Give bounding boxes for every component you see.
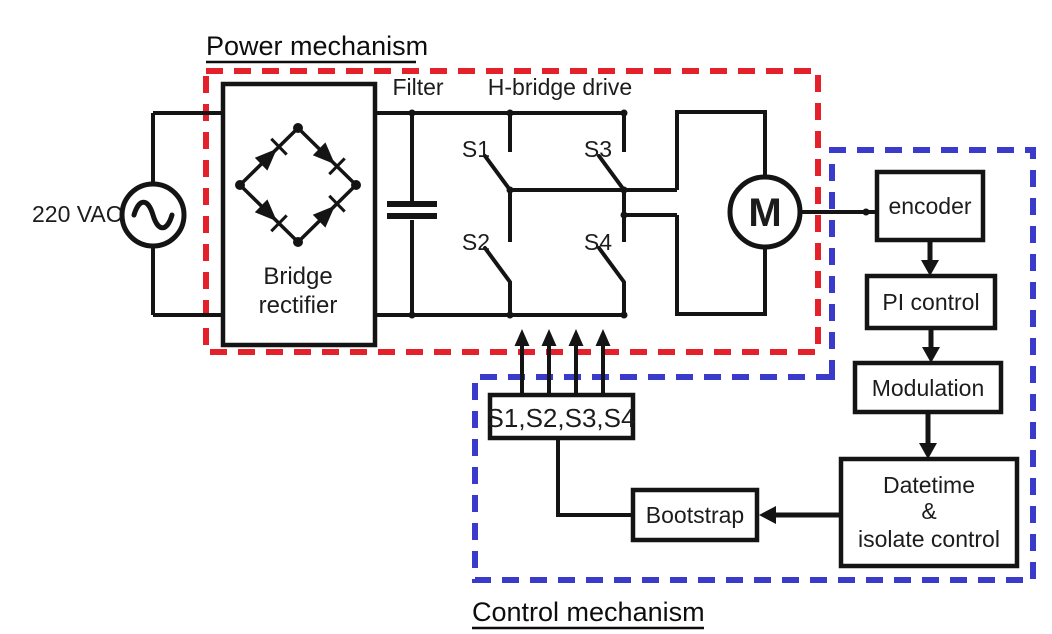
rectifier-label-line1: Bridge (263, 263, 332, 290)
diode-top-left (254, 148, 277, 171)
h-bridge: H-bridge drive S1 S3 S2 S4 (462, 74, 677, 315)
motor-bracket-lower (675, 215, 767, 316)
switch-s2-label: S2 (462, 229, 490, 255)
diode-bottom-left-bar (270, 214, 288, 233)
control-title: Control mechanism (472, 597, 705, 627)
switch-s4-label: S4 (584, 229, 612, 255)
sine-wave-icon (131, 199, 175, 231)
gate-signal-box (487, 392, 636, 441)
diode-bottom-left (254, 199, 277, 222)
gate-arrow-s4 (595, 329, 611, 346)
ac-source: 220 VAC (32, 111, 223, 317)
bridge-rectifier-box (220, 81, 378, 348)
diode-top-left-bar (270, 137, 288, 156)
diode-bottom-right (312, 205, 335, 228)
diode-top-right (312, 142, 335, 165)
modulation-to-datetime-arrowhead (919, 443, 937, 459)
power-title: Power mechanism (206, 31, 428, 61)
motor-label: M (748, 191, 781, 235)
pi-to-modulation-arrowhead (922, 347, 940, 363)
diamond-node-bottom (293, 237, 303, 247)
filter-label: Filter (392, 74, 443, 100)
gate-arrow-s3 (568, 329, 584, 346)
diamond-node-left (235, 180, 245, 190)
pi-control-label: PI control (882, 289, 979, 315)
encoder-to-pi-arrowhead (921, 260, 939, 276)
gate-arrow-s1 (514, 329, 530, 346)
diamond-node-top (293, 123, 303, 133)
bridge-rectifier: Bridge rectifier (220, 81, 378, 348)
bootstrap-box (630, 487, 760, 543)
diode-top-right-bar (328, 157, 346, 176)
switch-s1-blade (483, 154, 512, 192)
modulation-box (852, 360, 1004, 415)
encoder-box (874, 169, 986, 243)
switch-s2-blade (483, 246, 512, 284)
rectifier-label-line2: rectifier (259, 292, 338, 319)
filter-capacitor: Filter (387, 74, 444, 315)
modulation-label: Modulation (872, 375, 985, 401)
switch-s1-label: S1 (462, 136, 490, 162)
bootstrap-label: Bootstrap (646, 502, 744, 528)
diamond-node-right (351, 180, 361, 190)
datetime-to-bootstrap-arrowhead (759, 506, 776, 524)
gate-signals-label: S1,S2,S3,S4 (487, 403, 636, 433)
bootstrap-block: Bootstrap (630, 487, 760, 543)
control-mechanism-boundary (472, 147, 1036, 583)
switch-s3-label: S3 (584, 136, 612, 162)
gate-drive-arrows (514, 329, 611, 395)
switch-s3-blade (597, 154, 626, 192)
bootstrap-to-gates-wire (556, 438, 633, 517)
gate-signal-block: S1,S2,S3,S4 (487, 392, 636, 441)
hbridge-label: H-bridge drive (488, 74, 632, 100)
switch-s4-blade (597, 246, 626, 284)
ac-source-label: 220 VAC (32, 201, 122, 227)
datetime-label-line1: Datetime (883, 472, 975, 498)
diode-bottom-right-bar (328, 194, 346, 213)
datetime-label-line3: isolate control (858, 526, 1000, 552)
gate-arrow-s2 (541, 329, 557, 346)
encoder-block: encoder (874, 169, 986, 243)
pi-control-block: PI control (864, 273, 998, 331)
motor-bracket-upper (675, 110, 767, 190)
dc-rails (375, 111, 624, 317)
datetime-label-line2: & (921, 498, 936, 524)
modulation-block: Modulation (852, 360, 1004, 415)
encoder-label: encoder (888, 193, 971, 219)
datetime-block: Datetime & isolate control (838, 456, 1020, 569)
motor: M (675, 110, 877, 316)
